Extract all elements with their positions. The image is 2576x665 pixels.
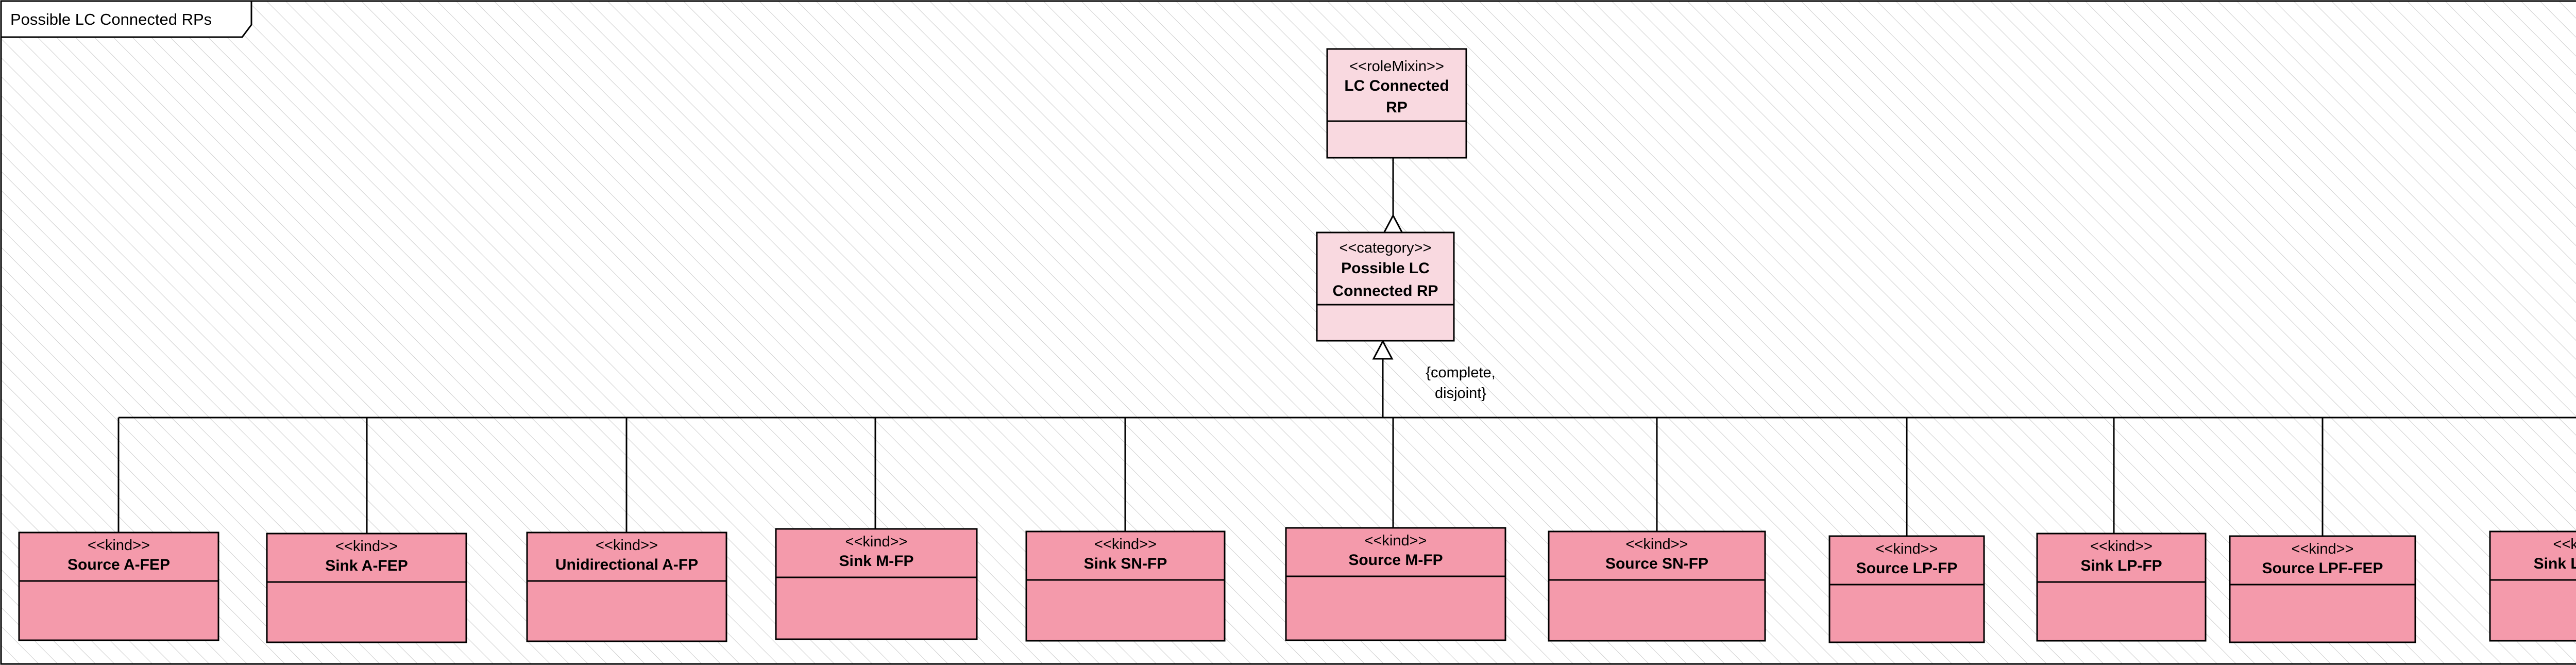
class-stereotype: <<kind>> — [1094, 536, 1157, 553]
class-stereotype: <<kind>> — [335, 538, 398, 555]
frame-tab: Possible LC Connected RPs — [0, 0, 252, 38]
leaf-class-unidirectional-a-fp[interactable]: <<kind>> Unidirectional A-FP — [526, 531, 727, 642]
leaf-class-box — [2489, 530, 2576, 642]
leaf-class-source-a-fep[interactable]: <<kind>> Source A-FEP — [18, 531, 219, 641]
leaf-class-source-lp-fp[interactable]: <<kind>> Source LP-FP — [1828, 535, 1985, 643]
leaf-class-sink-m-fp[interactable]: <<kind>> Sink M-FP — [775, 528, 978, 640]
leaf-class-box — [1828, 535, 1985, 643]
leaf-class-box — [1548, 530, 1766, 642]
leaf-class-box — [1285, 527, 1506, 641]
leaf-class-box — [266, 533, 467, 643]
class-name: Source LP-FP — [1856, 560, 1958, 577]
class-lc-connected-rp[interactable]: <<roleMixin>> LC Connected RP — [1326, 48, 1467, 159]
leaf-class-sink-lp-fp[interactable]: <<kind>> Sink LP-FP — [2036, 533, 2207, 642]
leaf-class-box — [1025, 530, 1226, 642]
class-name: Sink A-FEP — [325, 557, 408, 574]
class-name-line-1: Possible LC — [1341, 260, 1430, 277]
class-stereotype: <<kind>> — [596, 537, 658, 554]
class-name: Sink LP-FP — [2080, 557, 2162, 574]
class-stereotype: <<kind>> — [1626, 536, 1688, 553]
class-stereotype: <<kind>> — [2553, 536, 2576, 553]
class-stereotype: <<kind>> — [2292, 541, 2354, 557]
leaf-class-sink-a-fep[interactable]: <<kind>> Sink A-FEP — [266, 533, 467, 643]
class-stereotype: <<roleMixin>> — [1349, 58, 1444, 75]
class-name-line-2: RP — [1386, 99, 1408, 116]
class-stereotype: <<kind>> — [88, 537, 150, 554]
class-stereotype: <<kind>> — [1365, 533, 1427, 549]
class-name: Sink SN-FP — [1084, 555, 1167, 572]
leaf-class-box — [775, 528, 978, 640]
class-stereotype: <<kind>> — [1876, 541, 1938, 557]
class-name-line-2: Connected RP — [1332, 282, 1438, 300]
generalization-set-arrowhead — [1372, 339, 1394, 360]
class-name: Source LPF-FEP — [2262, 560, 2383, 577]
leaf-class-source-lpf-fep[interactable]: <<kind>> Source LPF-FEP — [2229, 535, 2416, 643]
constraint-line-2: disjoint} — [1435, 385, 1486, 402]
class-name: Unidirectional A-FP — [555, 556, 698, 573]
constraint-line-1: {complete, — [1426, 364, 1495, 381]
leaf-class-sink-sn-fp[interactable]: <<kind>> Sink SN-FP — [1025, 530, 1226, 642]
class-stereotype: <<category>> — [1340, 240, 1432, 256]
leaf-class-box — [2036, 533, 2207, 642]
class-name: Sink M-FP — [839, 553, 913, 570]
class-name: Sink LPF-FEP — [2534, 555, 2576, 572]
leaf-class-box — [18, 531, 219, 641]
class-name: Source A-FEP — [67, 556, 170, 573]
leaf-classes: <<kind>>Source A-FEP<<kind>>Sink A-FEP<<… — [18, 527, 2576, 643]
class-name: Source M-FP — [1348, 552, 1443, 569]
leaf-class-source-m-fp[interactable]: <<kind>> Source M-FP — [1285, 527, 1506, 641]
frame-title: Possible LC Connected RPs — [10, 10, 212, 28]
class-name: Source SN-FP — [1605, 555, 1708, 572]
class-stereotype: <<kind>> — [845, 534, 908, 550]
class-possible-lc-connected-rp[interactable]: <<category>> Possible LC Connected RP — [1316, 231, 1455, 342]
connectors-layer — [117, 158, 2576, 536]
class-stereotype: <<kind>> — [2090, 538, 2153, 555]
leaf-class-box — [526, 531, 727, 642]
leaf-class-sink-lpf-fep[interactable]: <<kind>> Sink LPF-FEP — [2489, 530, 2576, 642]
generalization-set-constraint: {complete, disjoint} — [1426, 364, 1495, 402]
leaf-class-box — [2229, 535, 2416, 643]
leaf-class-source-sn-fp[interactable]: <<kind>> Source SN-FP — [1548, 530, 1766, 642]
class-name-line-1: LC Connected — [1344, 77, 1449, 94]
